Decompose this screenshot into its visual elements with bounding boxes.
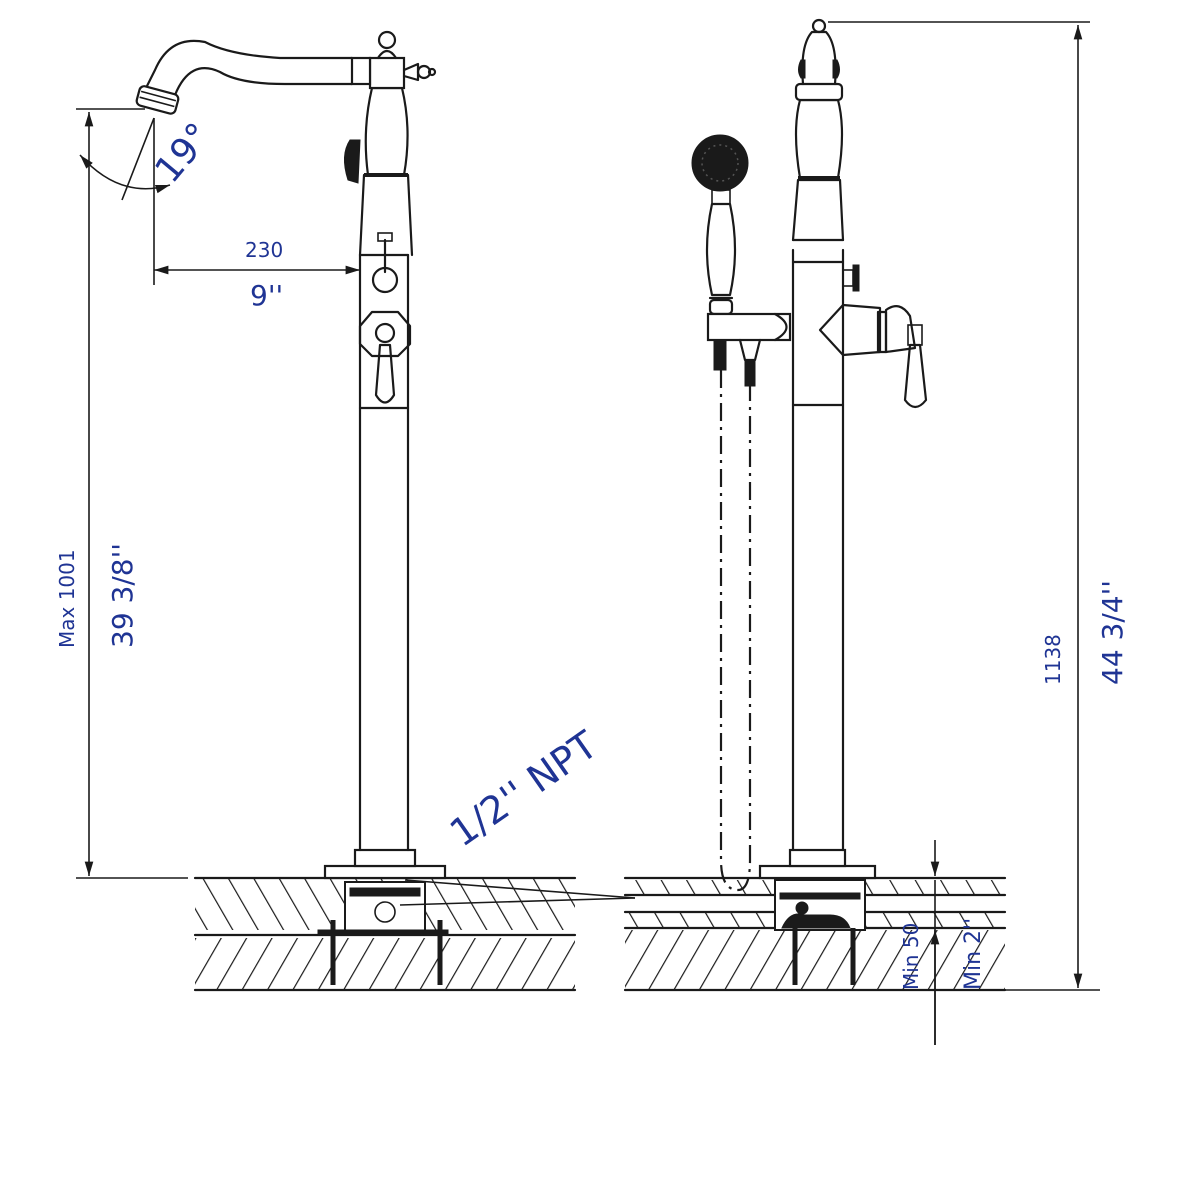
min-clearance-mm-label: Min 50	[899, 923, 923, 990]
spout-height-in-label: 39 3/8''	[106, 543, 139, 648]
spout-reach-mm-label: 230	[245, 238, 283, 262]
floor-section-left	[193, 876, 577, 992]
floor-section-right	[623, 876, 1007, 992]
min-clearance-in-label: Min 2''	[961, 918, 986, 990]
spout-angle-label: 19°	[147, 116, 219, 191]
spout-height-mm-label: Max 1001	[55, 549, 79, 648]
supply-connection-label: 1/2'' NPT	[442, 722, 606, 855]
side-view-dimensions	[828, 21, 1100, 1045]
side-view	[623, 18, 1007, 992]
overall-height-in-label: 44 3/4''	[1096, 580, 1129, 685]
front-view-dimensions	[76, 108, 636, 906]
overall-height-mm-label: 1138	[1041, 634, 1065, 685]
handshower	[691, 134, 792, 892]
front-view	[135, 30, 577, 992]
spout-reach-in-label: 9''	[250, 279, 283, 312]
